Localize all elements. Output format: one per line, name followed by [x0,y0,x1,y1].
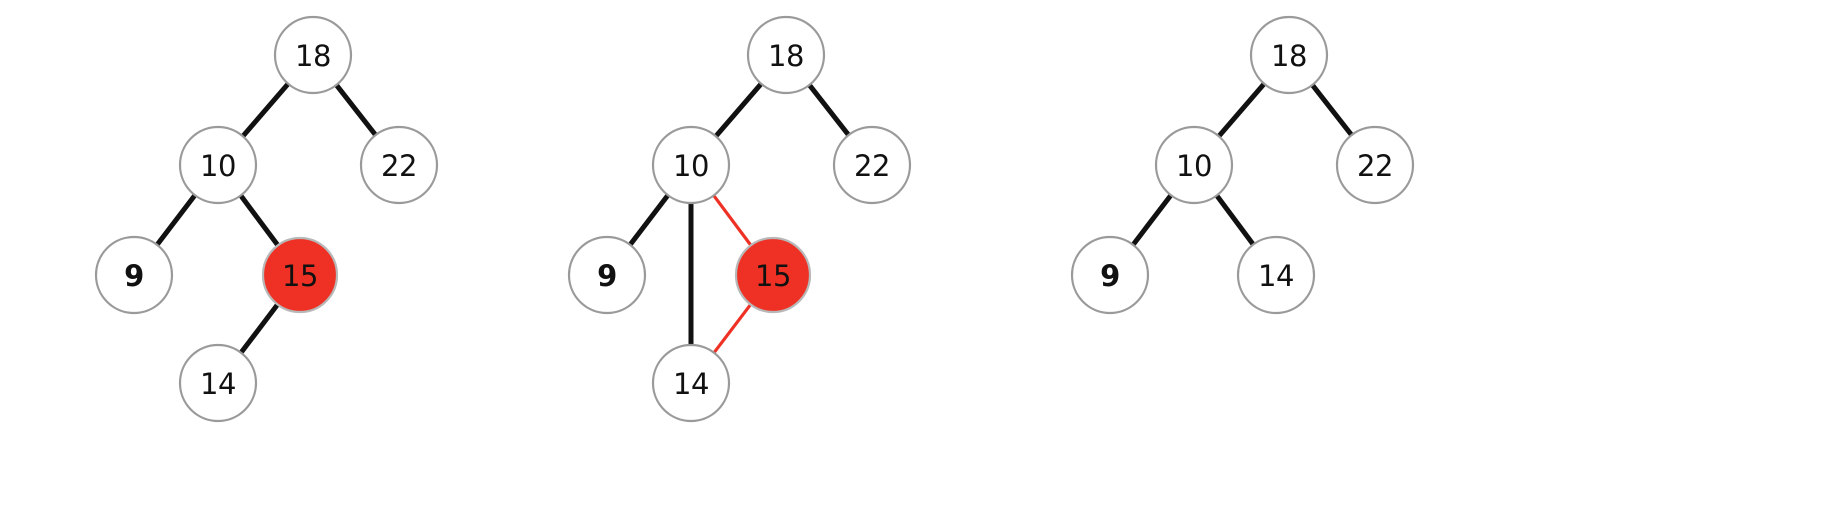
tree-edge-10-14 [1214,193,1256,247]
node-label: 9 [1100,259,1120,293]
node-label: 18 [295,39,331,73]
tree-node-10[interactable]: 10 [1154,125,1234,205]
tree-edge-18-22 [1309,82,1355,138]
node-circle[interactable] [746,15,826,95]
panel-nodes-tree-after-deletion: 18 10 22 9 14 [1070,15,1415,315]
node-circle-highlighted[interactable] [734,236,812,314]
node-label: 14 [673,367,709,401]
tree-edge-10-9 [154,192,198,248]
panel-edges-tree-after-deletion [1130,81,1355,248]
node-circle[interactable] [359,125,439,205]
node-circle[interactable] [1070,235,1150,315]
node-label: 9 [597,259,617,293]
node-label: 18 [1271,39,1307,73]
node-label: 15 [282,259,318,293]
node-circle[interactable] [1249,15,1329,95]
tree-node-18[interactable]: 18 [1249,15,1329,95]
panel-edges-tree-during-deletion [627,81,852,355]
node-circle[interactable] [1335,125,1415,205]
tree-node-10[interactable]: 10 [651,125,731,205]
tree-edge-18-22 [806,82,852,138]
tree-node-14[interactable]: 14 [178,343,258,423]
tree-node-14[interactable]: 14 [1236,235,1316,315]
node-label: 10 [673,149,709,183]
tree-edge-10-15 [238,193,281,248]
node-circle[interactable] [1154,125,1234,205]
node-label: 15 [755,259,791,293]
node-label: 22 [1357,149,1393,183]
node-circle[interactable] [178,343,258,423]
tree-edge-15-14 [238,302,281,356]
tree-node-22[interactable]: 22 [832,125,912,205]
node-circle[interactable] [178,125,258,205]
tree-node-10[interactable]: 10 [178,125,258,205]
node-label: 22 [854,149,890,183]
panel-edges-tree-before-deletion [154,81,379,356]
tree-edge-10-9 [1130,192,1174,248]
tree-node-22[interactable]: 22 [359,125,439,205]
tree-node-22[interactable]: 22 [1335,125,1415,205]
tree-node-18[interactable]: 18 [273,15,353,95]
panel-nodes-tree-during-deletion: 18 10 22 9 15 14 [567,15,912,423]
tree-edge-18-10 [1216,81,1267,139]
node-label: 10 [200,149,236,183]
tree-edge-18-22 [333,82,379,138]
tree-node-15[interactable]: 15 [261,236,339,314]
node-label: 22 [381,149,417,183]
tree-node-9[interactable]: 9 [1070,235,1150,315]
node-circle[interactable] [1236,235,1316,315]
node-circle-highlighted[interactable] [261,236,339,314]
tree-node-9[interactable]: 9 [94,235,174,315]
edges-layer [154,81,1355,356]
node-circle[interactable] [832,125,912,205]
tree-edge-18-10 [240,81,291,139]
node-circle[interactable] [651,125,731,205]
tree-node-15[interactable]: 15 [734,236,812,314]
tree-edge-10-9 [627,192,671,248]
node-circle[interactable] [94,235,174,315]
tree-node-9[interactable]: 9 [567,235,647,315]
node-label: 14 [200,367,236,401]
tree-node-14[interactable]: 14 [651,343,731,423]
node-circle[interactable] [651,343,731,423]
tree-edge-10-15 [711,193,753,248]
node-label: 10 [1176,149,1212,183]
node-label: 14 [1258,259,1294,293]
node-label: 18 [768,39,804,73]
tree-edge-15-14 [712,302,753,355]
node-circle[interactable] [567,235,647,315]
node-label: 9 [124,259,144,293]
tree-node-18[interactable]: 18 [746,15,826,95]
panel-nodes-tree-before-deletion: 18 10 22 9 15 14 [94,15,439,423]
tree-edge-18-10 [713,81,764,139]
node-circle[interactable] [273,15,353,95]
nodes-layer: 18 10 22 9 15 14 18 10 22 9 15 14 18 10 22 9 14 [94,15,1415,423]
